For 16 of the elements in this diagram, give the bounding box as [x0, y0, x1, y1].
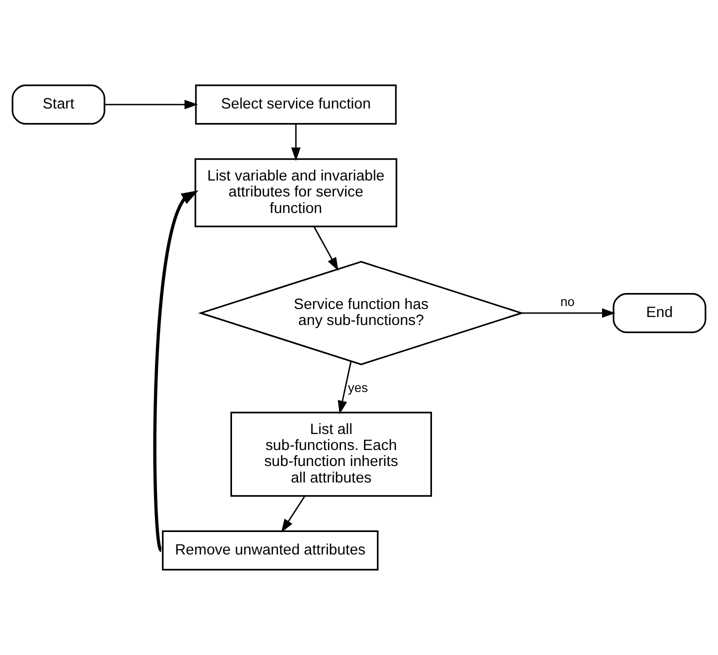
node-box: List all sub-functions. Each sub-function inherits all attributes	[230, 412, 432, 497]
arrow	[338, 361, 352, 414]
edge-label: yes	[348, 380, 368, 395]
arrow	[313, 226, 338, 271]
arrow	[104, 100, 198, 110]
arrow	[522, 308, 616, 318]
arrow	[291, 124, 301, 161]
arrow	[153, 190, 199, 552]
node-box: Remove unwanted attributes	[162, 530, 379, 571]
edge-label: no	[560, 294, 575, 310]
node-box: Start	[12, 84, 106, 125]
node-diamond: Service function has any sub-functions?	[198, 260, 524, 366]
arrow	[281, 496, 306, 533]
node-box: List variable and invariable attributes for service function	[194, 158, 398, 228]
node-box: End	[612, 293, 706, 334]
node-box: Select service function	[195, 84, 397, 125]
